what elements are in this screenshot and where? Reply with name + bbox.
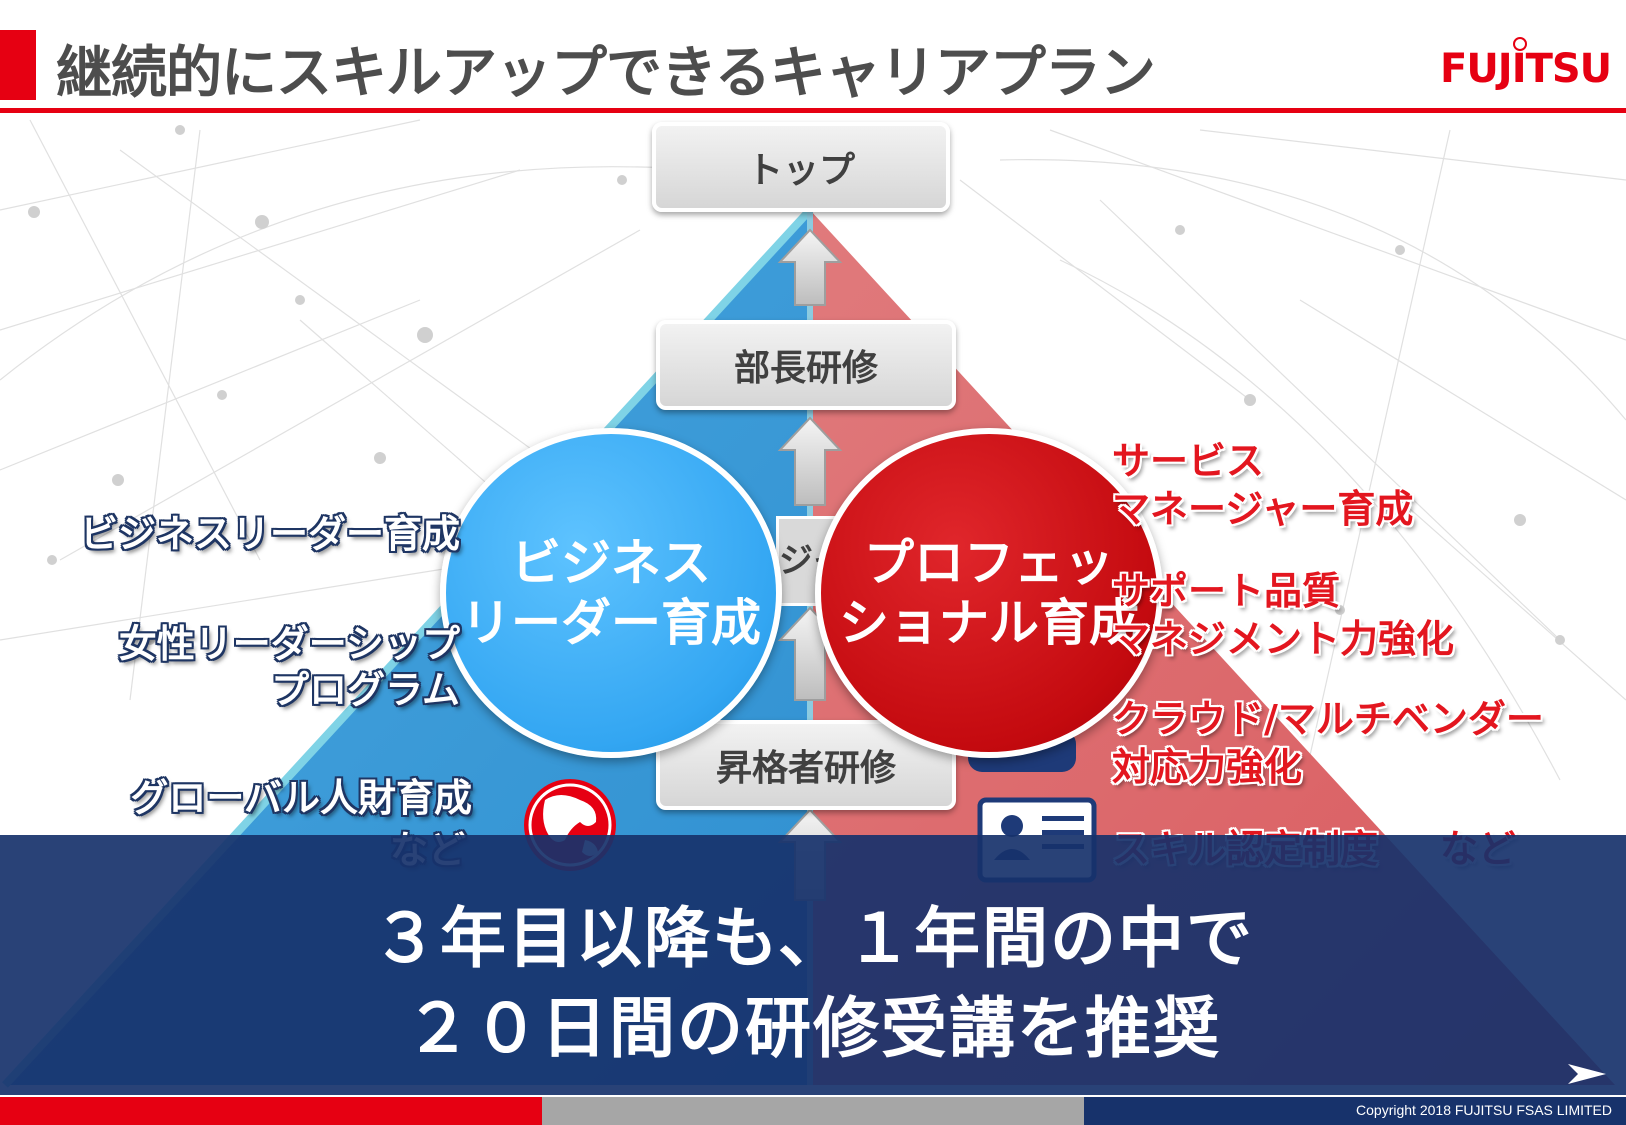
- professional-circle-line1: プロフェッ: [864, 534, 1114, 592]
- label-cloud-line1: クラウド/マルチベンダー: [1112, 697, 1544, 741]
- step-top: トップ: [652, 122, 950, 212]
- page-title: 継続的にスキルアップできるキャリアプラン: [56, 41, 1156, 106]
- label-business-leader: ビジネスリーダー育成: [79, 512, 460, 556]
- business-circle-line1: ビジネス: [511, 534, 711, 592]
- up-arrow-icon: [777, 228, 843, 306]
- up-arrow-icon: [777, 416, 843, 506]
- label-cloud-line2: 対応力強化: [1112, 744, 1303, 789]
- copyright-text: Copyright 2018 FUJITSU FSAS LIMITED: [1356, 1102, 1612, 1118]
- label-service-line1: サービス: [1112, 439, 1265, 483]
- label-women-leadership-line2: プログラム: [271, 667, 460, 712]
- label-support-quality: サポート品質 マネジメント力強化: [1112, 568, 1454, 663]
- business-circle-line2: リーダー育成: [461, 594, 761, 652]
- network-nodes: [28, 125, 1565, 645]
- label-support-line2: マネジメント力強化: [1112, 616, 1455, 661]
- label-global: グローバル人財育成: [130, 776, 472, 820]
- header-accent-bar: [0, 30, 36, 100]
- summary-banner: ３年目以降も、１年間の中で ２０日間の研修受講を推奨: [0, 835, 1626, 1095]
- label-service-line2: マネージャー育成: [1112, 486, 1414, 531]
- header: 継続的にスキルアップできるキャリアプラン FUJITSU: [0, 0, 1626, 115]
- next-slide-icon[interactable]: [1568, 1062, 1608, 1086]
- banner-line1: ３年目以降も、１年間の中で: [371, 900, 1255, 977]
- professional-circle-line2: ショナル育成: [839, 594, 1139, 652]
- banner-line2: ２０日間の研修受講を推奨: [405, 990, 1221, 1067]
- logo-infinity-mark: [1513, 37, 1527, 51]
- label-cloud-multivendor: クラウド/マルチベンダー 対応力強化: [1112, 696, 1544, 791]
- fujitsu-logo: FUJITSU: [1440, 46, 1612, 92]
- network-background: [0, 119, 1626, 801]
- footer-bar-navy: [1084, 1097, 1626, 1125]
- header-divider: [0, 108, 1626, 113]
- footer-bar-gray: [542, 1097, 1084, 1125]
- label-women-leadership: 女性リーダーシップ プログラム: [119, 622, 460, 713]
- step-promotion-training: 昇格者研修: [656, 720, 956, 810]
- step-manager-training: 部長研修: [656, 320, 956, 410]
- label-women-leadership-line1: 女性リーダーシップ: [118, 622, 460, 666]
- footer-bar-red: [0, 1097, 542, 1125]
- professional-circle: プロフェッ ショナル育成: [815, 428, 1163, 758]
- label-service-manager: サービス マネージャー育成: [1112, 438, 1413, 533]
- business-leader-circle: ビジネス リーダー育成: [440, 428, 782, 758]
- label-support-line1: サポート品質: [1112, 569, 1341, 613]
